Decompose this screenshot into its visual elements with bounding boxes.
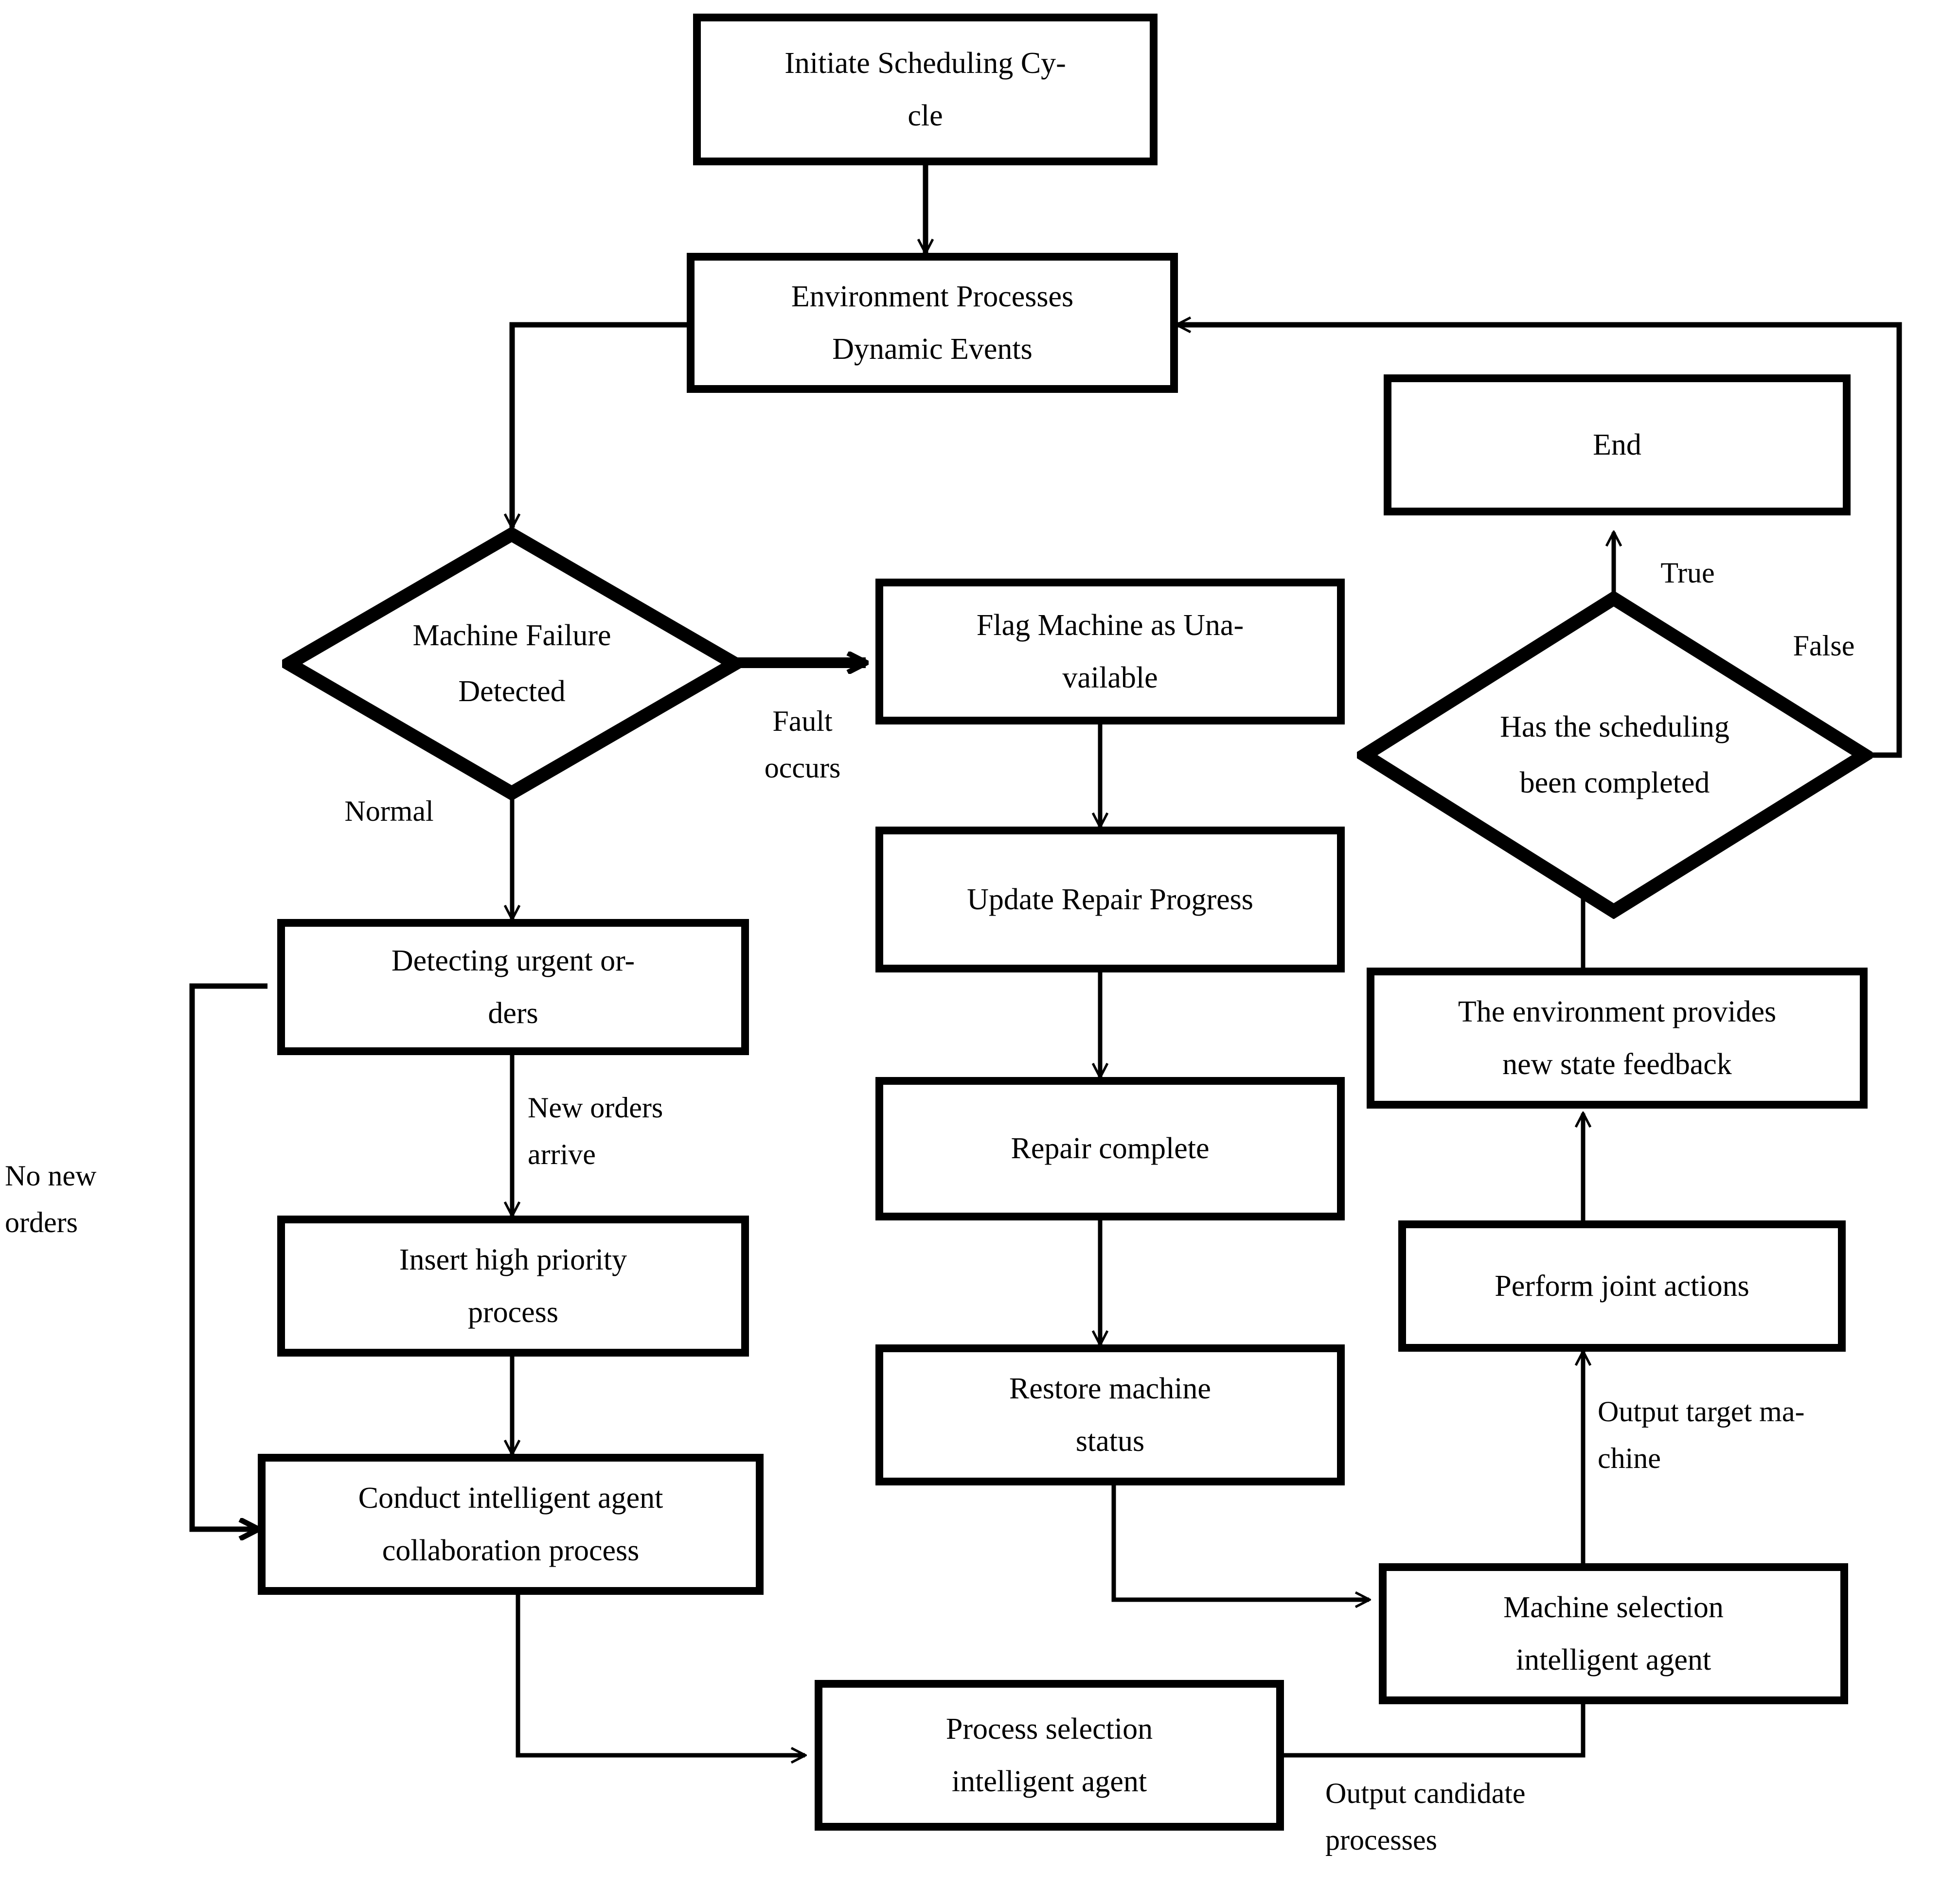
node-label: Machine Failure Detected <box>412 619 611 708</box>
node-label: Update Repair Progress <box>967 883 1253 916</box>
edge-environment-machinefail <box>512 322 687 528</box>
edge-conductagent-processagent <box>516 1595 805 1755</box>
node-environment-processes-dynamic-events[interactable]: Environment Processes Dynamic Events <box>687 253 1178 393</box>
node-end[interactable]: End <box>1384 374 1851 515</box>
node-label: Process selection intelligent agent <box>945 1712 1153 1799</box>
edge-label-output-target-machine: Output target ma- chine <box>1598 1395 1805 1474</box>
node-machine-failure-detected[interactable]: Machine Failure Detected <box>282 528 742 800</box>
node-label: The environment provides new state feedb… <box>1458 995 1777 1081</box>
node-repair-complete[interactable]: Repair complete <box>875 1077 1345 1220</box>
node-environment-provides-new-state-feedback[interactable]: The environment provides new state feedb… <box>1367 968 1868 1109</box>
node-has-scheduling-been-completed[interactable]: Has the scheduling been completed <box>1357 591 1872 919</box>
node-label: Detecting urgent or- ders <box>391 944 635 1030</box>
edge-detecturgent-conductagent-nonew <box>189 983 267 1529</box>
edge-label-true: True <box>1660 557 1715 589</box>
node-label: Conduct intelligent agent collaboration … <box>358 1481 663 1568</box>
edge-label-normal: Normal <box>344 795 434 827</box>
node-label: Perform joint actions <box>1495 1269 1749 1303</box>
node-initiate-scheduling-cycle[interactable]: Initiate Scheduling Cy- cle <box>693 14 1158 165</box>
node-perform-joint-actions[interactable]: Perform joint actions <box>1398 1220 1846 1352</box>
node-update-repair-progress[interactable]: Update Repair Progress <box>875 827 1345 972</box>
edge-restorestatus-machineagent <box>1111 1485 1369 1600</box>
diamond-shape <box>1357 591 1872 919</box>
node-insert-high-priority-process[interactable]: Insert high priority process <box>277 1216 749 1357</box>
node-machine-selection-intelligent-agent[interactable]: Machine selection intelligent agent <box>1379 1563 1848 1704</box>
node-process-selection-intelligent-agent[interactable]: Process selection intelligent agent <box>815 1680 1284 1831</box>
node-label: Flag Machine as Una- vailable <box>976 608 1244 695</box>
node-label: Machine selection intelligent agent <box>1503 1590 1724 1677</box>
edge-label-new-orders-arrive: New orders arrive <box>528 1092 663 1170</box>
node-label: Restore machine status <box>1009 1372 1211 1458</box>
node-label: Environment Processes Dynamic Events <box>791 280 1074 366</box>
edge-label-output-candidate-processes: Output candidate processes <box>1325 1777 1526 1856</box>
node-detecting-urgent-orders[interactable]: Detecting urgent or- ders <box>277 919 749 1055</box>
edge-label-no-new-orders: No new orders <box>5 1160 97 1238</box>
node-conduct-intelligent-agent-collaboration-process[interactable]: Conduct intelligent agent collaboration … <box>258 1454 764 1595</box>
node-label: Initiate Scheduling Cy- cle <box>784 46 1066 133</box>
edge-label-fault-occurs: Fault occurs <box>764 705 841 784</box>
node-label: Repair complete <box>1011 1132 1210 1165</box>
node-label: Has the scheduling been completed <box>1500 710 1729 799</box>
node-label: End <box>1593 428 1641 461</box>
node-label: Insert high priority process <box>399 1243 627 1329</box>
diamond-shape <box>282 528 742 800</box>
node-restore-machine-status[interactable]: Restore machine status <box>875 1344 1345 1485</box>
node-flag-machine-as-unavailable[interactable]: Flag Machine as Una- vailable <box>875 579 1345 724</box>
edge-label-false: False <box>1793 630 1855 662</box>
